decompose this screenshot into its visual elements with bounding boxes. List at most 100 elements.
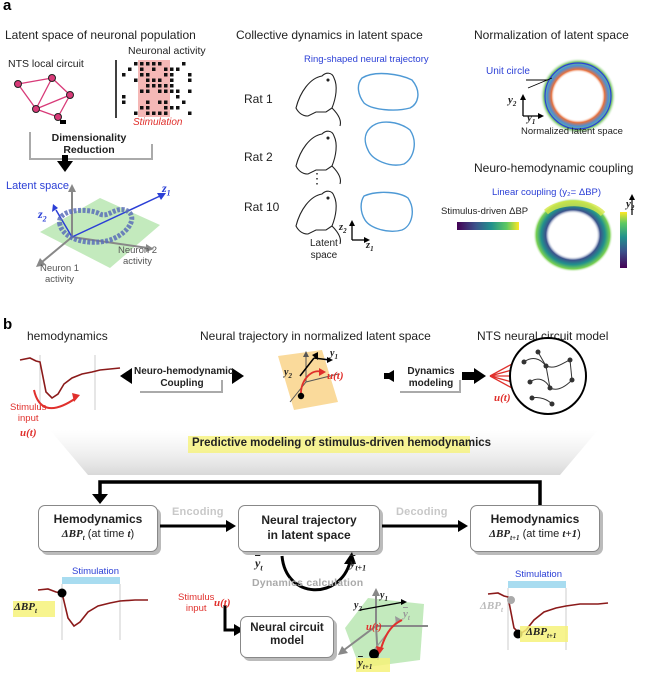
raster-spike — [122, 73, 126, 77]
rat-icon — [295, 130, 342, 185]
hemo-box-right: Hemodynamics ΔBPt+1 (at time t+1) — [470, 505, 600, 552]
raster-spike — [146, 78, 150, 82]
u-t-top-left: u(t) — [20, 427, 37, 439]
decoding-label: Decoding — [396, 506, 448, 518]
y-t1-label-bottom: yt+1 — [358, 657, 373, 672]
raster-spike — [152, 111, 156, 115]
raster-spike — [146, 84, 150, 88]
raster-spike — [170, 89, 174, 93]
raster-spike — [140, 73, 144, 77]
hemo-trace-top — [19, 357, 121, 400]
raster-spike — [134, 78, 138, 82]
latent-space-title: Latent space of neuronal population — [5, 28, 196, 42]
dim-reduction-label: Dimensionality Reduction — [51, 132, 127, 156]
raster-spike — [188, 73, 192, 77]
rat-10-label: Rat 10 — [244, 200, 280, 214]
raster-spike — [152, 62, 156, 66]
nts-model-title: NTS neural circuit model — [477, 329, 609, 343]
raster-spike — [146, 73, 150, 77]
raster-spike — [176, 67, 180, 71]
raster-spike — [164, 89, 168, 93]
raster-spike — [170, 84, 174, 88]
raster-spike — [164, 111, 168, 115]
hemo-box-left: Hemodynamics ΔBPt (at time t) — [38, 505, 158, 552]
delta-bp-t-right: ΔBPt — [480, 600, 503, 615]
raster-spike — [176, 95, 180, 99]
delta-bp-t-label: ΔBPt — [14, 601, 37, 616]
raster-spike — [146, 111, 150, 115]
raster-spike — [182, 62, 186, 66]
raster-spike — [158, 84, 162, 88]
z2-label: z2 — [38, 207, 47, 224]
rat-icon — [295, 72, 342, 127]
stimulus-bp-label: Stimulus-driven ΔBP — [441, 206, 529, 217]
raster-spike — [164, 67, 168, 71]
raster-spike — [140, 106, 144, 110]
raster-spike — [164, 100, 168, 104]
rat-2-label: Rat 2 — [244, 150, 273, 164]
raster-spike — [164, 84, 168, 88]
rat-eye-icon — [326, 196, 330, 200]
raster-spike — [128, 67, 132, 71]
rat-eye-icon — [326, 78, 330, 82]
raster-spike — [158, 111, 162, 115]
y2-label-a: y2 — [508, 94, 517, 109]
raster-spike — [188, 89, 192, 93]
u-t-bottom-plane: u(t) — [366, 622, 382, 633]
raster-spike — [146, 62, 150, 66]
raster-spike — [188, 78, 192, 82]
z2-small-label: z2 — [339, 222, 347, 236]
ring-traj-rat2 — [364, 121, 415, 166]
raster-spike — [158, 78, 162, 82]
raster-spike — [134, 62, 138, 66]
raster-spike — [140, 67, 144, 71]
dynamics-calc-label: Dynamics calculation — [252, 577, 364, 589]
raster-spike — [170, 78, 174, 82]
raster-spike — [170, 67, 174, 71]
stimulation-label-left: Stimulation — [72, 566, 119, 577]
neural-trajectory-title: Neural trajectory in normalized latent s… — [200, 329, 431, 343]
stimulation-label-right: Stimulation — [515, 569, 562, 580]
y2-label-bottom: y2 — [354, 600, 362, 613]
ring-traj-rat1 — [357, 72, 419, 111]
raster-spike — [152, 67, 156, 71]
normalized-latent-label: Normalized latent space — [521, 126, 623, 137]
y-t1-label: yt+1 — [350, 556, 367, 573]
rat-eye-icon — [326, 136, 330, 140]
nts-local-circuit-label: NTS local circuit — [8, 58, 84, 70]
raster-spike — [122, 95, 126, 99]
y1-label-b-top: y1 — [330, 348, 338, 361]
z1-label: z1 — [162, 181, 171, 198]
raster-spike — [134, 111, 138, 115]
panel-letter-b: b — [3, 316, 13, 333]
ring-traj-rat10 — [360, 191, 413, 232]
collective-dynamics-title: Collective dynamics in latent space — [236, 28, 423, 42]
ellipsis: ⋮ — [310, 170, 324, 186]
raster-spike — [140, 62, 144, 66]
rat-icon — [295, 190, 342, 245]
raster-spike — [146, 106, 150, 110]
raster-spike — [140, 89, 144, 93]
stimulation-label-a: Stimulation — [133, 117, 183, 128]
panel-letter-a: a — [3, 0, 12, 14]
raster-spike — [152, 78, 156, 82]
raster-spike — [182, 100, 186, 104]
raster-spike — [188, 111, 192, 115]
raster-spike — [164, 73, 168, 77]
